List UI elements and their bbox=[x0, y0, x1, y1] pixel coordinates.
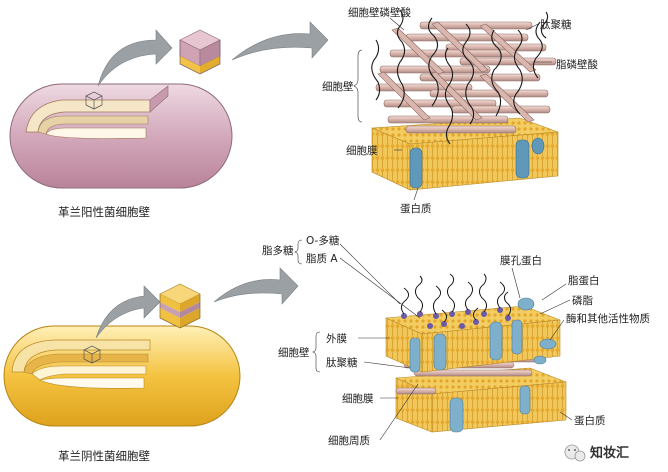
zoom-arrow-3 bbox=[95, 285, 161, 339]
gram-positive-rod bbox=[9, 83, 233, 189]
label-cell-wall-bottom: 细胞壁 bbox=[278, 346, 310, 359]
label-peptidoglycan-bottom: 肽聚糖 bbox=[326, 356, 358, 369]
caption-gram-negative: 革兰阴性菌细胞壁 bbox=[58, 449, 150, 463]
label-teichoic-acid: 细胞壁磷壁酸 bbox=[348, 6, 411, 19]
gram-negative-leaders bbox=[294, 239, 573, 441]
gram-positive-leaders bbox=[353, 17, 552, 201]
label-lipid-a: 脂质 A bbox=[306, 252, 338, 265]
label-outer-membrane: 外膜 bbox=[326, 333, 347, 345]
caption-gram-positive: 革兰阳性菌细胞壁 bbox=[58, 205, 150, 219]
gram-positive-membrane bbox=[371, 117, 559, 191]
label-lipoprotein: 脂蛋白 bbox=[568, 274, 600, 287]
label-cell-wall-top: 细胞壁 bbox=[322, 80, 354, 93]
gram-positive-section: 细胞壁磷壁酸 肽聚糖 脂磷壁酸 细胞壁 细胞膜 蛋白质 革兰阳性菌细胞壁 bbox=[9, 6, 598, 219]
zoom-arrow-2 bbox=[231, 21, 329, 61]
label-cell-membrane-bottom: 细胞膜 bbox=[342, 392, 374, 405]
label-porin: 膜孔蛋白 bbox=[500, 254, 542, 267]
gram-negative-cube bbox=[159, 283, 201, 329]
gram-positive-cube bbox=[179, 29, 221, 75]
label-lps: 脂多糖 bbox=[262, 244, 294, 257]
zoom-arrow-4 bbox=[213, 267, 299, 305]
lps-o-polysaccharide-chains bbox=[400, 273, 512, 323]
wechat-icon bbox=[564, 444, 586, 462]
label-cell-membrane-top: 细胞膜 bbox=[346, 144, 378, 157]
label-protein-bottom: 蛋白质 bbox=[574, 414, 606, 427]
label-enzymes: 酶和其他活性物质 bbox=[566, 312, 650, 325]
label-protein-top: 蛋白质 bbox=[400, 202, 432, 215]
gram-negative-inner-membrane bbox=[395, 367, 567, 433]
label-phospholipid: 磷脂 bbox=[572, 294, 593, 307]
label-periplasm: 细胞周质 bbox=[328, 434, 370, 447]
watermark-text: 知妆汇 bbox=[590, 445, 629, 461]
zoom-arrow-1 bbox=[97, 29, 173, 87]
watermark: 知妆汇 bbox=[564, 444, 629, 462]
teichoic-acid-strands bbox=[371, 9, 549, 145]
gram-negative-outer-membrane bbox=[385, 297, 561, 373]
label-lipoteichoic-acid: 脂磷壁酸 bbox=[556, 58, 598, 71]
gram-negative-rod bbox=[3, 325, 241, 427]
label-o-polysaccharide: O-多糖 bbox=[306, 234, 340, 247]
gram-negative-section: 脂多糖 O-多糖 脂质 A 膜孔蛋白 脂蛋白 磷脂 酶和其他活性物质 细胞壁 外… bbox=[3, 234, 650, 463]
label-peptidoglycan-top: 肽聚糖 bbox=[540, 18, 572, 31]
gram-positive-peptidoglycan bbox=[375, 21, 557, 134]
